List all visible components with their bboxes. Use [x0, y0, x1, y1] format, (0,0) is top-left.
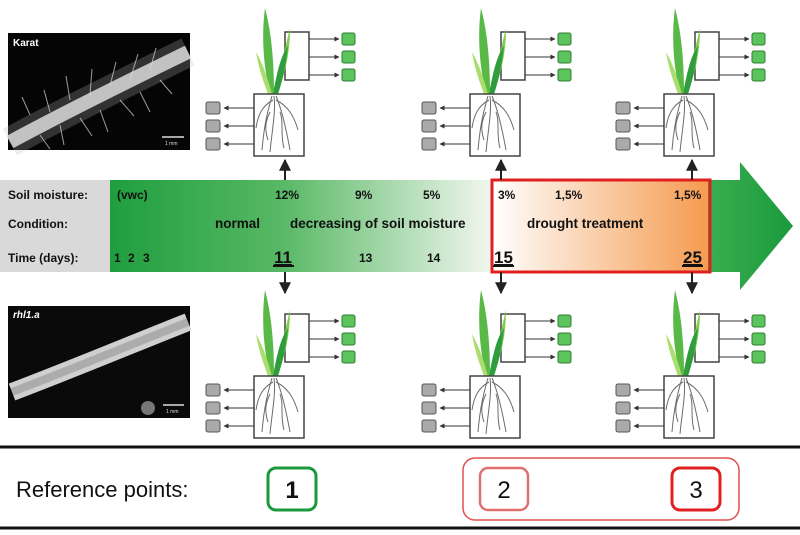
rhl1a-root-photo: rhl1.a 1 mm: [8, 306, 192, 418]
day-label: 14: [427, 251, 441, 265]
rhl1a-label: rhl1.a: [13, 310, 40, 321]
sampling-arrows: [279, 158, 698, 295]
condition-drought-treatment: drought treatment: [527, 216, 644, 231]
soil-moisture-value: 5%: [423, 188, 441, 202]
reference-point-1-box: [266, 466, 318, 512]
day-label: 13: [359, 251, 373, 265]
rhl1a-scale-label: 1 mm: [166, 409, 179, 415]
plant-diagram-day11-rhl1a: [206, 290, 355, 438]
plant-diagram-day15-rhl1a: [422, 290, 571, 438]
day-label-25: 25: [683, 248, 702, 267]
soil-moisture-row-label: Soil moisture:: [8, 188, 88, 202]
reference-points-title: Reference points:: [16, 477, 188, 502]
condition-normal: normal: [215, 216, 260, 231]
day-label-15: 15: [494, 248, 513, 267]
karat-root-photo: Karat 1 mm: [2, 33, 195, 156]
plant-diagram-day25-karat: [616, 8, 765, 156]
day-label: 2: [128, 251, 135, 265]
soil-moisture-value: 9%: [355, 188, 373, 202]
soil-moisture-unit: (vwc): [117, 188, 148, 202]
soil-moisture-value: 1,5%: [555, 188, 583, 202]
plant-diagram-day11-karat: [206, 8, 355, 156]
drought-gradient: [492, 180, 710, 272]
condition-row-label: Condition:: [8, 217, 68, 231]
drought-reference-group: [462, 457, 740, 521]
moisture-gradient: [110, 180, 492, 272]
timeline-band: [0, 162, 793, 290]
day-label: 1: [114, 251, 121, 265]
day-label-11: 11: [274, 248, 292, 267]
soil-moisture-value: 3%: [498, 188, 516, 202]
condition-decreasing-moisture: decreasing of soil moisture: [290, 216, 466, 231]
time-row-label: Time (days):: [8, 251, 78, 265]
karat-scale-label: 1 mm: [165, 141, 178, 147]
soil-moisture-value: 1,5%: [674, 188, 702, 202]
reference-point-2-box: [478, 466, 530, 512]
soil-moisture-value: 12%: [275, 188, 299, 202]
reference-point-3-box: [670, 466, 722, 512]
karat-label: Karat: [13, 38, 39, 49]
reference-point-2: 2: [497, 477, 510, 504]
plant-diagram-day25-rhl1a: [616, 290, 765, 438]
reference-point-3: 3: [689, 477, 702, 504]
timeline-arrow-head: [708, 162, 793, 290]
drought-period-frame: [490, 178, 712, 274]
reference-point-1: 1: [285, 477, 298, 504]
day-label: 3: [143, 251, 150, 265]
plant-diagram-day15-karat: [422, 8, 571, 156]
row-label-background: [0, 180, 110, 272]
